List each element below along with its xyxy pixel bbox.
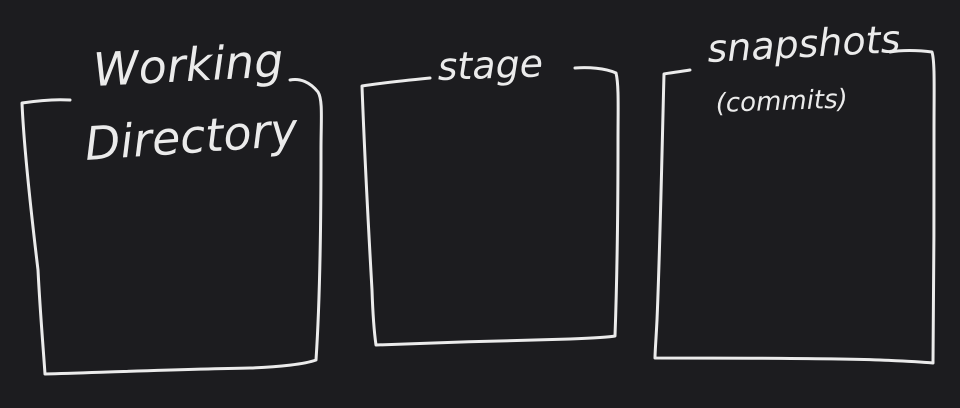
snapshots-frame [653,49,936,365]
snapshots-box: snapshots (commits) [653,17,936,365]
working-directory-label-line2: Directory [83,102,300,171]
working-directory-label-line1: Working [92,33,285,97]
working-directory-frame [20,78,323,376]
stage-label: stage [437,41,544,89]
stage-frame [360,66,620,347]
stage-box: stage [360,41,620,347]
working-directory-box: Working Directory [20,33,323,376]
snapshots-label-line2: (commits) [715,84,848,119]
snapshots-label-line1: snapshots [706,17,901,71]
